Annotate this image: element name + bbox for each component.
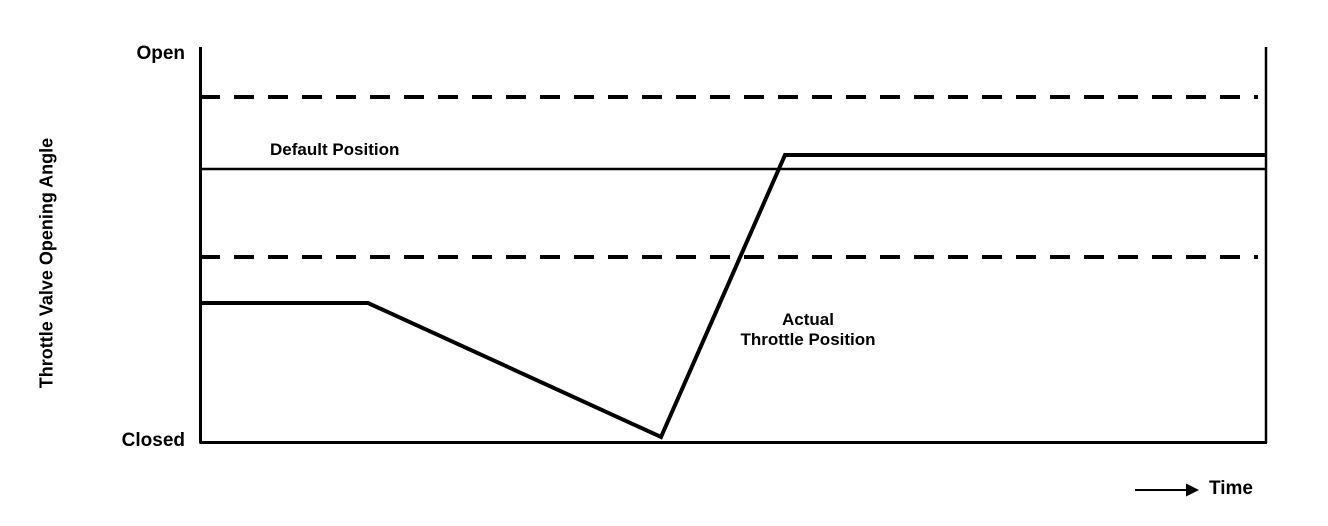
default-position-annotation: Default Position: [270, 140, 400, 159]
actual-throttle-annotation-line2: Throttle Position: [740, 329, 876, 349]
actual-throttle-position-trace: [200, 153, 1267, 440]
y-axis-max-label: Open: [136, 43, 185, 64]
y-axis-title: Throttle Valve Opening Angle: [36, 137, 57, 389]
actual-throttle-annotation-line1: Actual: [782, 310, 834, 329]
y-axis-min-label: Closed: [121, 430, 185, 451]
time-arrow-head: [1186, 483, 1199, 497]
x-axis-title: Time: [1209, 478, 1254, 499]
